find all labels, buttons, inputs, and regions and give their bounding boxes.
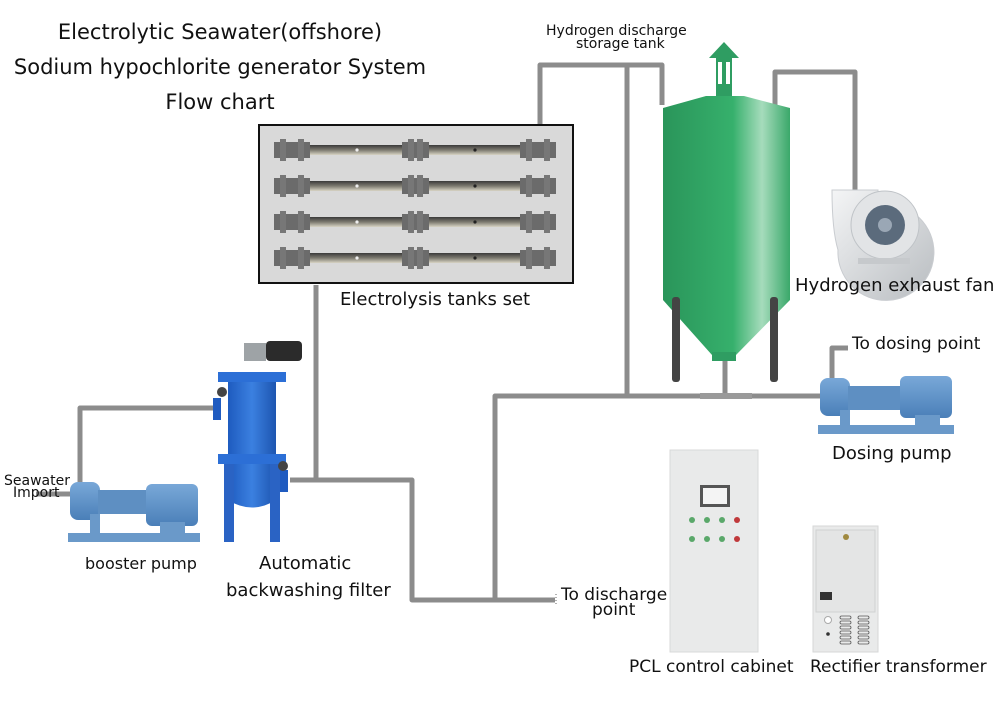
dosing-point-label: To dosing point <box>852 334 981 354</box>
vent-slot <box>839 640 852 645</box>
rectifier-transformer-graphic <box>812 525 879 653</box>
h2-tank-label-2: storage tank <box>576 36 665 52</box>
vent-slot <box>839 630 852 635</box>
filter-label-2: backwashing filter <box>226 580 391 601</box>
discharge-label-1: To discharge <box>561 585 668 605</box>
pipes <box>36 62 858 603</box>
electrolysis-tanks-label: Electrolysis tanks set <box>340 289 531 310</box>
pipe-main-header <box>492 393 820 600</box>
vent-slot <box>857 640 870 645</box>
title-line-2: Sodium hypochlorite generator System <box>13 55 427 79</box>
plc-cabinet-label: PCL control cabinet <box>629 657 794 677</box>
vent-slot <box>857 630 870 635</box>
pipe-dosing-outlet <box>829 345 848 378</box>
title-line-3: Flow chart <box>165 90 275 114</box>
green-indicator-light <box>704 536 710 542</box>
booster-pump-graphic <box>68 482 200 542</box>
seawater-label-1: Seawater <box>4 473 70 489</box>
tank-outlet-fitting <box>700 393 752 399</box>
vent-slot <box>857 625 870 630</box>
dosing-pump-label: Dosing pump <box>832 443 952 464</box>
title-line-1: Electrolytic Seawater(offshore) <box>57 20 383 44</box>
hydrogen-storage-tank <box>663 42 790 382</box>
green-indicator-light <box>689 536 695 542</box>
plc-control-cabinet-graphic <box>669 449 759 653</box>
hydrogen-exhaust-fan-graphic <box>831 189 935 301</box>
vent-slot <box>839 620 852 625</box>
red-indicator-light <box>734 517 740 523</box>
vent-slot <box>839 615 852 620</box>
electrolysis-tanks-set <box>258 124 574 284</box>
pipe-filter-outlet <box>290 477 555 603</box>
exhaust-fan-label: Hydrogen exhaust fan <box>795 275 995 296</box>
electrolysis-cell-row <box>274 247 556 269</box>
discharge-label-2: point <box>592 600 636 620</box>
red-indicator-light <box>734 536 740 542</box>
electrolysis-cell-row <box>274 139 556 161</box>
pipe-tanks-to-h2-tank <box>537 62 665 125</box>
pipe-fan-duct <box>772 69 858 190</box>
booster-pump-label: booster pump <box>85 554 197 573</box>
dosing-pump-graphic <box>818 376 954 434</box>
vent-slot <box>839 625 852 630</box>
electrolysis-cell-row <box>274 211 556 233</box>
vent-slot <box>857 615 870 620</box>
pipe-booster-to-filter <box>77 405 218 485</box>
green-indicator-light <box>704 517 710 523</box>
rectifier-label: Rectifier transformer <box>810 657 987 677</box>
h2-tank-label-1: Hydrogen discharge <box>546 23 687 39</box>
seawater-label-2: Import <box>13 485 60 501</box>
filter-label-1: Automatic <box>259 553 352 574</box>
vent-slot <box>839 635 852 640</box>
green-indicator-light <box>689 517 695 523</box>
electrolysis-cell-row <box>274 175 556 197</box>
vent-slot <box>857 620 870 625</box>
green-indicator-light <box>719 517 725 523</box>
backwashing-filter-graphic <box>213 341 302 542</box>
green-indicator-light <box>719 536 725 542</box>
vent-slot <box>857 635 870 640</box>
